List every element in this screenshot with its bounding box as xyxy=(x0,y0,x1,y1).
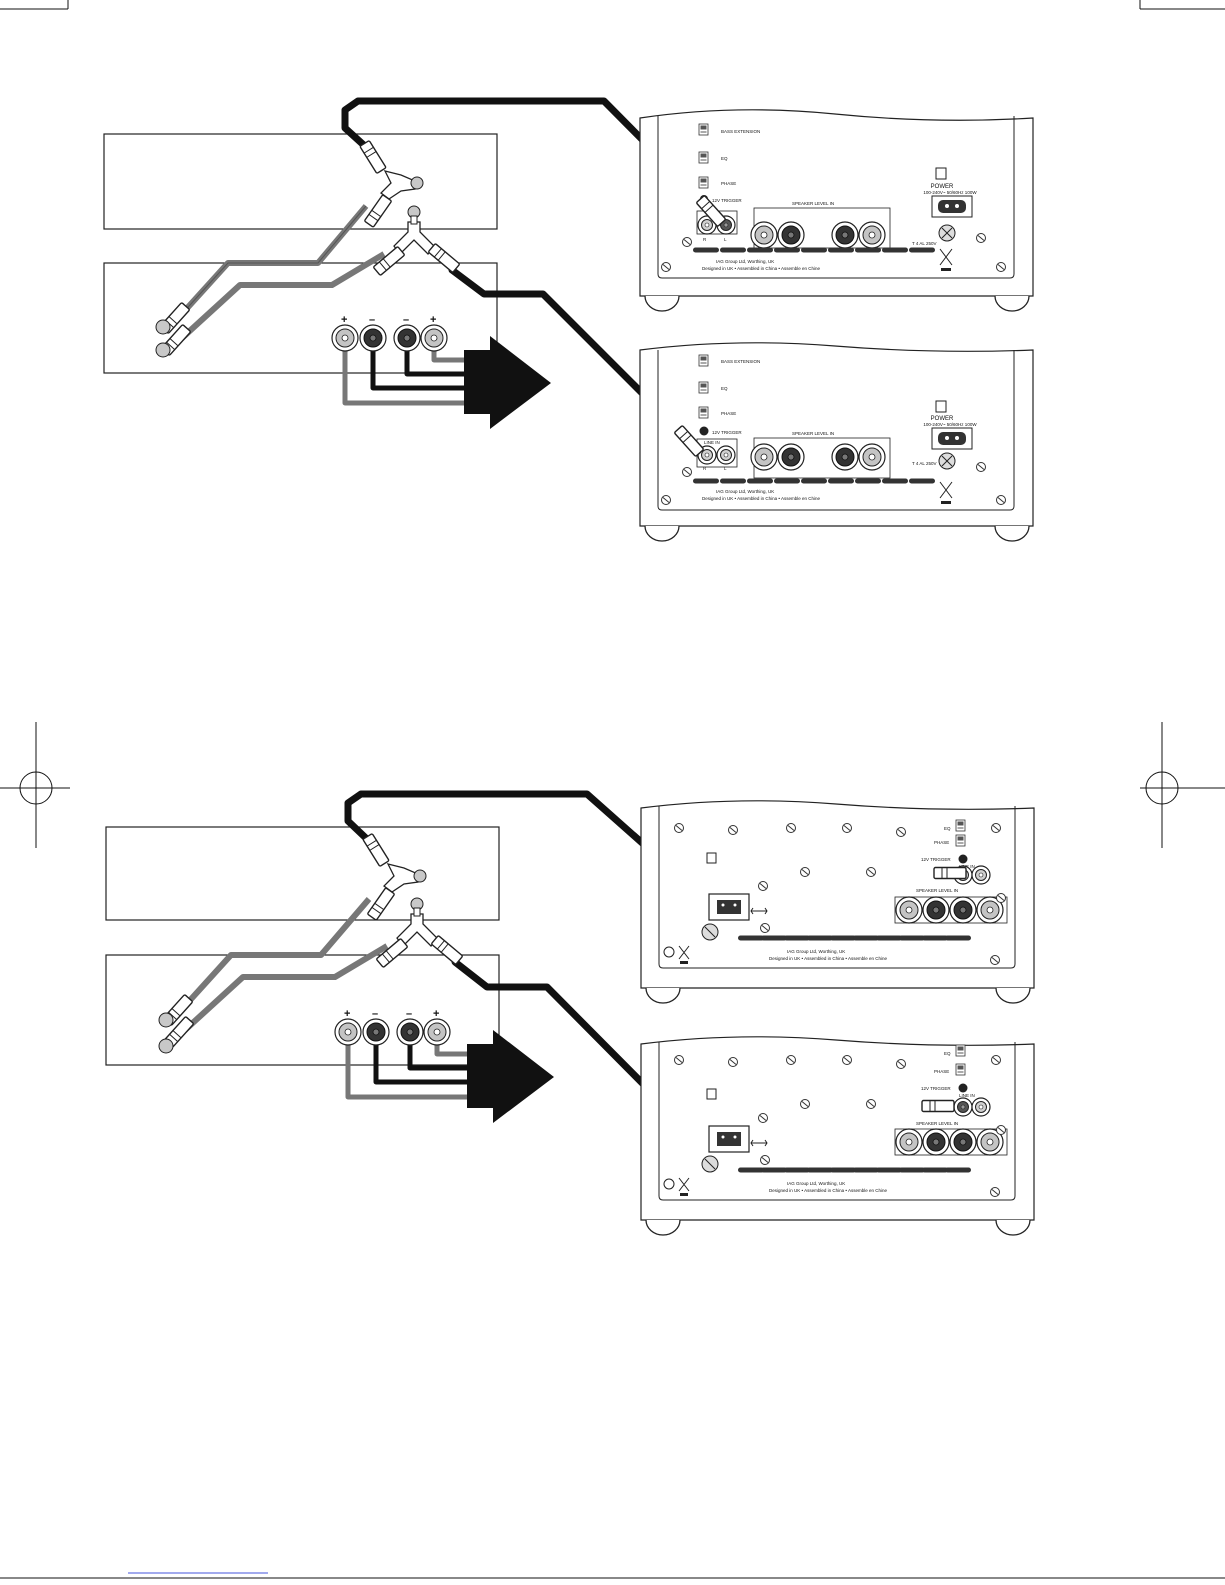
fuse-spec: T 4 AL 250V xyxy=(912,461,937,466)
trigger-label: 12V TRIGGER xyxy=(921,857,951,862)
subwoofer-panel-a1: BASS EXTENSION EQ PHASE 12V TRIGGER R L … xyxy=(639,109,1034,312)
power-label: POWER xyxy=(931,184,954,190)
black-cable xyxy=(341,97,706,437)
maker-line: IAG Group Ltd, Worthing, UK xyxy=(716,259,774,264)
phase-label: PHASE xyxy=(934,1069,949,1074)
bass-extension-label: BASS EXTENSION xyxy=(721,359,760,364)
speaker-level-in-label: SPEAKER LEVEL IN xyxy=(916,888,958,893)
rca-plug xyxy=(933,866,967,880)
eq-label: EQ xyxy=(721,386,728,391)
speaker-level-in-label: SPEAKER LEVEL IN xyxy=(792,431,834,436)
subwoofer-panel-b2: EQ PHASE 12V TRIGGER LINE IN SPEAKER LEV… xyxy=(640,1036,1035,1236)
l-letter: L xyxy=(724,237,727,242)
phase-label: PHASE xyxy=(721,181,736,186)
origin-line: Designed in UK • Assembled in China • As… xyxy=(769,956,887,961)
terminal-minus: – xyxy=(372,1008,378,1020)
arrow-to-speakers xyxy=(467,1030,554,1123)
trigger-label: 12V TRIGGER xyxy=(921,1086,951,1091)
maker-line: IAG Group Ltd, Worthing, UK xyxy=(716,489,774,494)
grey-interconnect xyxy=(180,897,389,1033)
speaker-level-in-label: SPEAKER LEVEL IN xyxy=(792,201,834,206)
trigger-label: 12V TRIGGER xyxy=(712,198,742,203)
eq-label: EQ xyxy=(721,156,728,161)
terminal-minus: – xyxy=(403,314,409,326)
diagram-bottom: + – – + EQ PHASE 12V TRIGGER LINE IN SPE… xyxy=(105,790,1035,1236)
origin-line: Designed in UK • Assembled in China • As… xyxy=(702,496,820,501)
r-letter: R xyxy=(703,237,707,242)
speaker-terminals: + – – + xyxy=(334,1008,451,1046)
terminal-plus: + xyxy=(341,314,347,326)
terminal-minus: – xyxy=(406,1008,412,1020)
trigger-label: 12V TRIGGER xyxy=(712,430,742,435)
power-spec: 100-240V~ 50/60Hz 100W xyxy=(923,190,977,195)
terminal-plus: + xyxy=(344,1008,350,1020)
phase-label: PHASE xyxy=(934,840,949,845)
subwoofer-panel-b1: EQ PHASE 12V TRIGGER LINE IN SPEAKER LEV… xyxy=(640,800,1035,1004)
arrow-to-speakers xyxy=(464,336,551,429)
origin-line: Designed in UK • Assembled in China • As… xyxy=(769,1188,887,1193)
bass-extension-label: BASS EXTENSION xyxy=(721,129,760,134)
subwoofer-panel-a2: BASS EXTENSION EQ PHASE 12V TRIGGER LINE… xyxy=(639,342,1034,542)
preamp-box xyxy=(103,133,498,230)
diagram-top: + – – + BASS EXTENSION EQ PHASE 12V TRIG… xyxy=(103,97,1034,542)
terminal-minus: – xyxy=(369,314,375,326)
y-splitter xyxy=(393,205,435,255)
origin-line: Designed in UK • Assembled in China • As… xyxy=(702,266,820,271)
grey-interconnect xyxy=(177,204,386,341)
rca-plug xyxy=(921,1099,955,1113)
power-label: POWER xyxy=(931,416,954,422)
grey-interconnect-outline xyxy=(179,205,367,317)
registration-mark-left xyxy=(0,722,70,848)
preamp-box xyxy=(105,826,500,921)
y-splitter xyxy=(380,170,424,200)
eq-label: EQ xyxy=(944,1051,951,1056)
terminal-plus: + xyxy=(433,1008,439,1020)
line-in-label: LINE IN xyxy=(959,1093,975,1098)
line-in-label: LINE IN xyxy=(704,440,720,445)
maker-line: IAG Group Ltd, Worthing, UK xyxy=(787,1181,845,1186)
r-letter: R xyxy=(703,466,707,471)
y-splitter xyxy=(383,863,427,893)
power-spec: 100-240V~ 50/60Hz 100W xyxy=(923,422,977,427)
terminal-plus: + xyxy=(430,314,436,326)
maker-line: IAG Group Ltd, Worthing, UK xyxy=(787,949,845,954)
speaker-terminals: + – – + xyxy=(331,314,448,352)
fuse-spec: T 4 AL 250V xyxy=(912,241,937,246)
l-letter: L xyxy=(724,466,727,471)
phase-label: PHASE xyxy=(721,411,736,416)
y-splitter xyxy=(396,897,438,947)
speaker-level-in-label: SPEAKER LEVEL IN xyxy=(916,1121,958,1126)
eq-label: EQ xyxy=(944,826,951,831)
registration-mark-right xyxy=(1140,722,1225,848)
